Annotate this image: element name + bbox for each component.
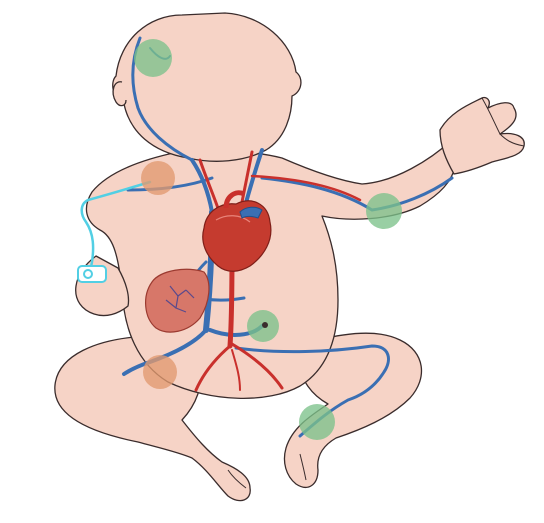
infant-body bbox=[55, 13, 524, 501]
umbilicus bbox=[262, 322, 268, 328]
site-lower-leg bbox=[299, 404, 335, 440]
head bbox=[113, 13, 301, 161]
catheter-connector-icon bbox=[78, 266, 106, 282]
right-hand bbox=[440, 97, 524, 174]
site-left-arm bbox=[366, 193, 402, 229]
site-upper-chest bbox=[141, 161, 175, 195]
site-head bbox=[134, 39, 172, 77]
site-groin bbox=[143, 355, 177, 389]
